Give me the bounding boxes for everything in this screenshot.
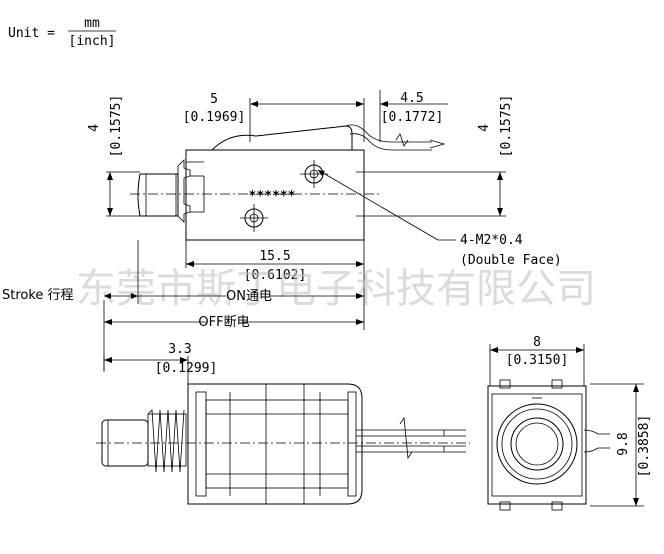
stroke-label: Stroke 行程: [2, 288, 74, 303]
dim-plunger-mm: 3.3: [168, 342, 191, 357]
dim-top-left-inch: [0.1969]: [183, 110, 246, 125]
hole-callout-note: (Double Face): [460, 253, 562, 268]
dim-left-vertical-mm: 4: [87, 124, 102, 132]
dim-width-inch: [0.3150]: [506, 353, 569, 368]
dim-length-inch: [0.6102]: [244, 268, 307, 283]
unit-numerator: mm: [84, 16, 100, 31]
side-frame: [187, 383, 363, 505]
body-marking: ******: [249, 189, 296, 204]
dim-top-left-mm: 5: [210, 92, 218, 107]
dim-height-inch: [0.3858]: [637, 415, 652, 478]
end-housing: [487, 385, 587, 505]
end-view: 8 [0.3150] 9.8 [0.3858]: [487, 335, 652, 511]
dim-top-right-inch: [0.1772]: [381, 110, 444, 125]
dim-top-right-mm: 4.5: [400, 91, 423, 106]
stroke-off-label: OFF断电: [198, 315, 249, 330]
dim-right-vertical-mm: 4: [477, 124, 492, 132]
top-view: 5 [0.1969] 4.5 [0.1772] 4 [0.1575] 4 [0.…: [87, 90, 562, 330]
unit-denominator: [inch]: [69, 34, 116, 49]
watermark-text: 东莞市斯丁电子科技有限公司: [76, 266, 596, 312]
dim-length-mm: 15.5: [259, 249, 290, 264]
dim-height-mm: 9.8: [616, 432, 631, 455]
end-plunger-bore: [515, 422, 559, 466]
hole-callout: 4-M2*0.4: [460, 233, 523, 248]
unit-label: Unit =: [8, 26, 55, 41]
stroke-on-label: ON通电: [226, 289, 272, 304]
unit-header: Unit = mm [inch]: [8, 16, 116, 49]
solenoid-body-top: [185, 149, 365, 241]
dim-plunger-inch: [0.1299]: [155, 361, 218, 376]
end-coil-outer: [496, 403, 578, 485]
dim-right-vertical-inch: [0.1575]: [499, 95, 514, 158]
side-view: 3.3 [0.1299]: [96, 342, 470, 505]
dim-left-vertical-inch: [0.1575]: [109, 95, 124, 158]
stroke-dimensions: Stroke 行程 ON通电 OFF断电: [2, 240, 364, 370]
dim-width-mm: 8: [533, 335, 541, 350]
